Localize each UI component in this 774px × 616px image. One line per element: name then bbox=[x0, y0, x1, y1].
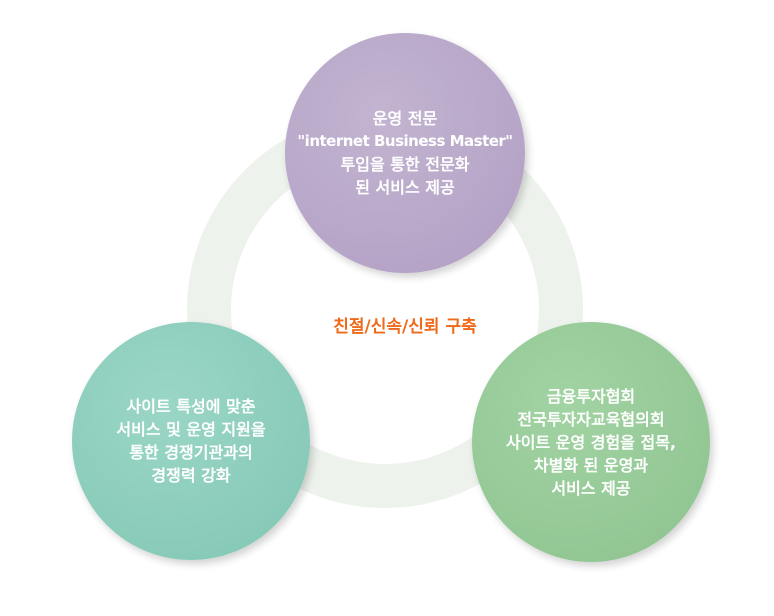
circle-text-line: 전국투자자교육협의회 bbox=[517, 409, 665, 429]
circle-experience: 금융투자협회 전국투자자교육협의회 사이트 운영 경험을 접목, 차별화 된 운… bbox=[472, 322, 710, 562]
circle-text-line: 사이트 특성에 맞춘 bbox=[126, 397, 256, 416]
center-label: 친절/신속/신뢰 구축 bbox=[333, 317, 477, 337]
circle-text-line: 금융투자협회 bbox=[546, 386, 636, 406]
circle-text-line: "internet Business Master" bbox=[297, 132, 513, 150]
circle-site-customized: 사이트 특성에 맞춘 서비스 및 운영 지원을 통한 경쟁기관과의 경쟁력 강화 bbox=[72, 322, 310, 560]
circle-text-line: 된 서비스 제공 bbox=[355, 178, 455, 197]
circle-text-line: 서비스 및 운영 지원을 bbox=[116, 420, 266, 439]
circle-text-line: 차별화 된 운영과 bbox=[533, 455, 649, 475]
circle-expert-operation: 운영 전문 "internet Business Master" 투입을 통한 … bbox=[285, 33, 525, 273]
circle-text-line: 투입을 통한 전문화 bbox=[340, 155, 470, 174]
circle-text-line: 서비스 제공 bbox=[551, 478, 631, 498]
circle-text-line: 사이트 운영 경험을 접목, bbox=[506, 432, 676, 452]
circle-text-line: 운영 전문 bbox=[372, 109, 438, 128]
circle-text-line: 경쟁력 강화 bbox=[151, 466, 231, 485]
circle-text-line: 통한 경쟁기관과의 bbox=[129, 443, 253, 462]
